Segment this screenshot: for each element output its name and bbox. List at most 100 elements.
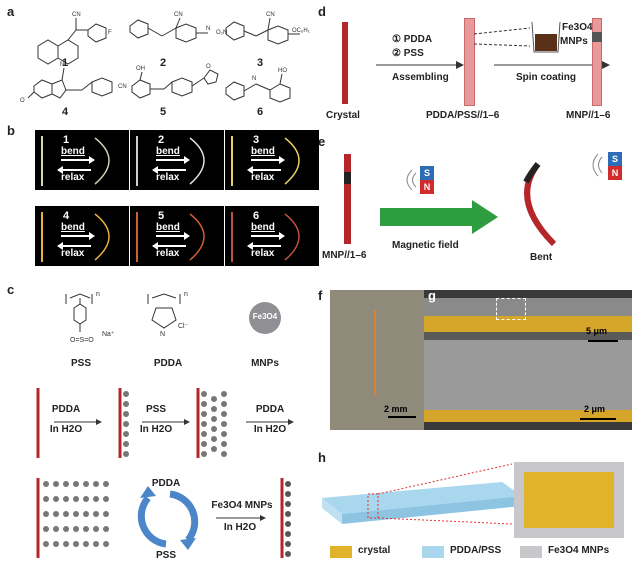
assembly-step2: ② PSS bbox=[392, 48, 424, 59]
compound-label-5: 5 bbox=[159, 106, 167, 118]
dashed-guides bbox=[474, 27, 531, 47]
lbl-step2-label: PSS bbox=[145, 404, 166, 415]
svg-text:O=S=O: O=S=O bbox=[70, 337, 94, 344]
bend-label: bend bbox=[251, 222, 275, 233]
svg-text:O₂N: O₂N bbox=[216, 30, 227, 36]
svg-text:F: F bbox=[108, 30, 112, 36]
magnetic-field-arrow bbox=[380, 200, 498, 234]
svg-text:CN: CN bbox=[174, 12, 183, 18]
mnp-label: MNP//1–6 bbox=[566, 110, 611, 121]
legend-swatch-crystal bbox=[330, 546, 352, 558]
legend-swatch-mnp bbox=[520, 546, 542, 558]
svg-text:n: n bbox=[96, 291, 100, 298]
cross-section-crystal bbox=[524, 472, 614, 528]
svg-text:N: N bbox=[60, 62, 64, 68]
sem-gold-layer-top bbox=[424, 316, 632, 332]
legend-pdda-pss: PDDA/PSS bbox=[450, 545, 502, 556]
magnet-s-pole: S bbox=[420, 166, 434, 180]
scale-bar-g-bottom bbox=[580, 418, 616, 420]
panel-letter-c: c bbox=[7, 282, 15, 297]
assembling-arrow bbox=[376, 61, 464, 69]
bend-label: bend bbox=[61, 222, 85, 233]
mnps-label: MNPs bbox=[560, 36, 588, 47]
legend-fe3o4: Fe3O4 MNPs bbox=[548, 545, 610, 556]
bend-photo-4: 4 bend relax bbox=[35, 206, 129, 266]
sem-top-surface bbox=[424, 298, 632, 316]
compound-label-4: 4 bbox=[61, 106, 69, 118]
scale-label-f: 2 mm bbox=[384, 404, 408, 414]
relax-label: relax bbox=[156, 172, 180, 183]
bend-photo-number: 4 bbox=[63, 210, 70, 222]
svg-text:CN: CN bbox=[72, 12, 81, 18]
svg-text:N: N bbox=[206, 26, 210, 32]
compound-label-2: 2 bbox=[159, 57, 167, 69]
svg-text:O: O bbox=[206, 64, 211, 70]
lbl-step1-solvent: In H2O bbox=[49, 424, 83, 435]
bend-photo-2: 2 bend relax bbox=[130, 130, 224, 190]
svg-text:Na⁺: Na⁺ bbox=[102, 331, 115, 338]
bend-photo-3: 3 bend relax bbox=[225, 130, 319, 190]
crystal-rod bbox=[342, 22, 348, 104]
assembling-label: Assembling bbox=[392, 72, 449, 83]
relax-label: relax bbox=[251, 172, 275, 183]
bend-photo-number: 5 bbox=[158, 210, 165, 222]
relax-label: relax bbox=[251, 248, 275, 259]
lbl-step1-label: PDDA bbox=[51, 404, 81, 415]
layer-by-layer-row-2 bbox=[36, 478, 291, 558]
compound-label-1: 1 bbox=[61, 57, 69, 69]
svg-text:n: n bbox=[184, 291, 188, 298]
panel-letter-g: g bbox=[428, 288, 436, 303]
magnet-s-pole-right: S bbox=[608, 152, 622, 166]
bend-photo-6: 6 bend relax bbox=[225, 206, 319, 266]
bend-photo-number: 3 bbox=[253, 134, 260, 146]
bend-label: bend bbox=[61, 146, 85, 157]
legend-swatch-pdda-pss bbox=[422, 546, 444, 558]
mnp-rod bbox=[592, 18, 602, 106]
mnp-crystal-rod bbox=[344, 154, 351, 244]
bend-photo-number: 6 bbox=[253, 210, 260, 222]
bent-crystal bbox=[523, 162, 557, 247]
relax-label: relax bbox=[61, 248, 85, 259]
mnp-coating bbox=[592, 32, 602, 42]
magnet-n-pole-right: N bbox=[608, 166, 622, 180]
fe3o4-particle-label: Fe3O4 bbox=[252, 312, 278, 321]
rod-schematic bbox=[322, 463, 522, 525]
legend-crystal: crystal bbox=[358, 545, 391, 556]
sem-zoom-box bbox=[496, 298, 526, 320]
final-step-label: Fe3O4 MNPs bbox=[211, 500, 273, 511]
magnetic-field-label: Magnetic field bbox=[392, 240, 459, 251]
bend-photo-5: 5 bend relax bbox=[130, 206, 224, 266]
panel-letter-h: h bbox=[318, 450, 326, 465]
compound-label-3: 3 bbox=[256, 57, 264, 69]
magnetic-wave-icon bbox=[406, 169, 417, 191]
relax-label: relax bbox=[61, 172, 85, 183]
beaker-icon bbox=[531, 21, 561, 53]
panel-letter-f: f bbox=[318, 288, 323, 303]
magnetic-wave-icon-right bbox=[592, 153, 603, 177]
scale-label-g-bottom: 2 μm bbox=[584, 404, 606, 414]
scale-bar-g-top bbox=[588, 340, 618, 342]
svg-text:N: N bbox=[160, 331, 165, 338]
bend-label: bend bbox=[251, 146, 275, 157]
lbl-step3-label: PDDA bbox=[255, 404, 285, 415]
lbl-step3-solvent: In H2O bbox=[253, 424, 287, 435]
scale-label-g-top: 5 μm bbox=[586, 326, 608, 336]
svg-text:CN: CN bbox=[118, 84, 127, 90]
layer-by-layer-row-1 bbox=[36, 388, 294, 458]
bend-label: bend bbox=[156, 222, 180, 233]
cycle-top-label: PDDA bbox=[151, 478, 181, 489]
svg-text:HO: HO bbox=[278, 68, 287, 74]
relax-label: relax bbox=[156, 248, 180, 259]
spin-coating-label: Spin coating bbox=[516, 72, 576, 83]
crystal-in-photo bbox=[374, 310, 376, 396]
panel-letter-a: a bbox=[7, 4, 15, 19]
cycle-bottom-label: PSS bbox=[155, 550, 176, 561]
cross-section-mnp bbox=[514, 462, 624, 538]
mnp-crystal-label: MNP//1–6 bbox=[322, 250, 367, 261]
svg-text:OC₆H₁₃: OC₆H₁₃ bbox=[292, 28, 310, 34]
sem-gap bbox=[424, 332, 632, 340]
crystal-label: Crystal bbox=[326, 110, 360, 121]
sem-mnp-layer bbox=[424, 340, 632, 410]
